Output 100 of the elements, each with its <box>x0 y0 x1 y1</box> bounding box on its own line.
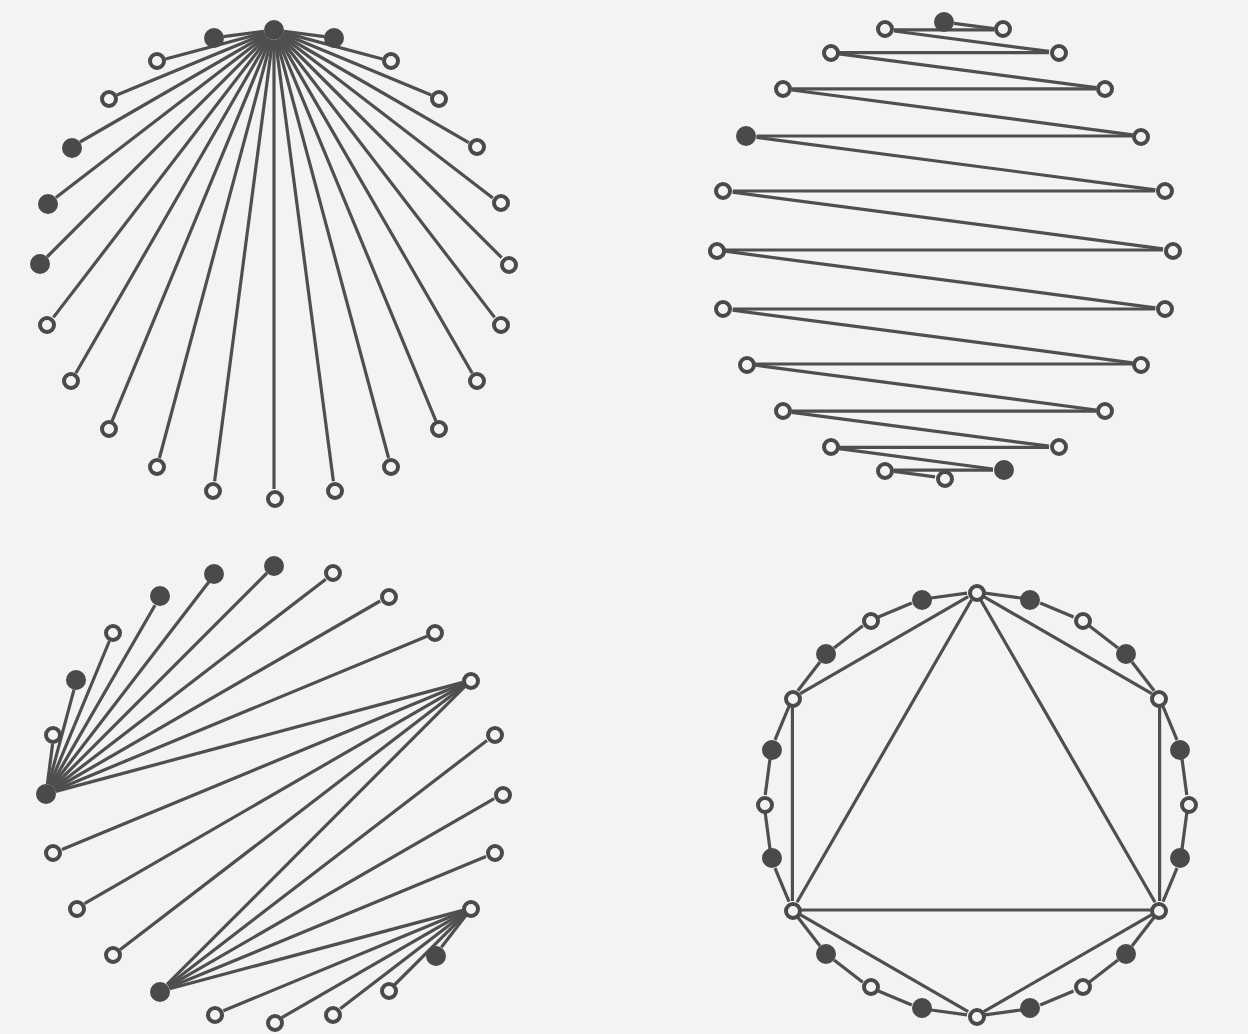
filled-point <box>911 998 932 1019</box>
open-point <box>265 1013 283 1031</box>
open-point <box>773 402 792 421</box>
connector-line <box>116 32 266 97</box>
open-point <box>1096 402 1115 421</box>
open-point <box>379 982 397 1001</box>
connector-line <box>48 640 111 786</box>
connector-line <box>838 447 994 471</box>
open-point <box>1155 300 1174 318</box>
open-point <box>430 420 449 439</box>
filled-point <box>1020 589 1041 610</box>
connector-line <box>222 909 464 1013</box>
connector-line <box>724 249 1156 310</box>
open-point <box>1155 181 1174 200</box>
open-point <box>773 79 792 98</box>
open-point <box>99 420 118 439</box>
open-point <box>1096 79 1115 98</box>
connector-line <box>732 307 1156 311</box>
connector-line <box>393 913 467 987</box>
open-point <box>967 1007 985 1025</box>
filled-point <box>150 981 170 1002</box>
connector-line <box>1161 867 1179 903</box>
connector-line <box>281 911 465 1019</box>
connector-line <box>273 39 335 482</box>
connector-line <box>755 363 1097 412</box>
connector-line <box>1130 661 1156 692</box>
open-point <box>1150 901 1169 919</box>
connector-line <box>169 908 464 991</box>
open-point <box>994 20 1012 39</box>
connector-line <box>110 38 272 422</box>
connector-line <box>79 33 267 144</box>
connector-line <box>223 29 265 39</box>
connector-line <box>801 908 1151 912</box>
connector-line <box>833 958 864 984</box>
connector-line <box>47 689 76 785</box>
open-point <box>493 785 511 803</box>
connector-line <box>1158 707 1162 901</box>
connector-line <box>725 248 1163 252</box>
open-point <box>205 1005 224 1024</box>
connector-line <box>339 912 466 1011</box>
filled-point <box>30 254 50 274</box>
connector-line <box>894 28 994 32</box>
connector-line <box>279 35 503 259</box>
filled-point <box>264 20 284 40</box>
filled-point <box>1170 739 1191 760</box>
open-point <box>1049 438 1067 457</box>
filled-point <box>66 670 87 690</box>
connector-line <box>984 1008 1022 1017</box>
connector-line <box>773 867 791 903</box>
connector-line <box>45 35 269 259</box>
connector-line <box>53 599 381 791</box>
connector-line <box>791 410 1050 448</box>
connector-line <box>791 409 1097 413</box>
open-point <box>875 20 894 39</box>
open-point <box>467 138 486 156</box>
filled-point <box>1020 998 1041 1019</box>
connector-line <box>796 916 822 947</box>
connector-line <box>791 87 1097 91</box>
open-point <box>324 1005 342 1024</box>
open-point <box>1150 689 1169 707</box>
connector-line <box>763 812 772 850</box>
connector-line <box>795 599 973 903</box>
connector-line <box>930 591 968 600</box>
open-point <box>1049 43 1067 62</box>
filled-point <box>1115 644 1136 665</box>
connector-line <box>281 33 470 144</box>
connector-line <box>54 634 428 792</box>
open-point <box>324 564 342 583</box>
connector-line <box>930 1008 968 1017</box>
open-point <box>499 255 517 273</box>
connector-line <box>791 88 1133 137</box>
connector-line <box>55 34 267 199</box>
open-point <box>967 583 985 601</box>
connector-line <box>1088 958 1119 984</box>
filled-point <box>816 644 837 665</box>
connector-line <box>838 52 1097 90</box>
connector-line <box>53 577 327 790</box>
connector-line <box>1180 758 1189 796</box>
open-point <box>430 89 449 108</box>
connector-line <box>732 308 1133 365</box>
open-point <box>783 689 802 707</box>
connector-line <box>440 914 468 949</box>
filled-point <box>1170 848 1191 869</box>
connector-line <box>276 38 438 422</box>
open-point <box>462 671 481 689</box>
connector-line <box>893 469 936 479</box>
open-point <box>485 725 504 744</box>
open-point <box>821 438 839 457</box>
open-point <box>755 795 773 813</box>
connector-line <box>283 29 325 39</box>
connector-line <box>1039 989 1075 1007</box>
connector-line <box>213 39 275 482</box>
connector-line <box>52 37 270 319</box>
open-point <box>379 587 397 606</box>
open-point <box>861 611 879 630</box>
connector-line <box>877 601 913 619</box>
connector-line <box>119 684 466 952</box>
connector-line <box>756 134 1133 138</box>
open-point <box>148 457 166 476</box>
connector-line <box>833 624 864 650</box>
